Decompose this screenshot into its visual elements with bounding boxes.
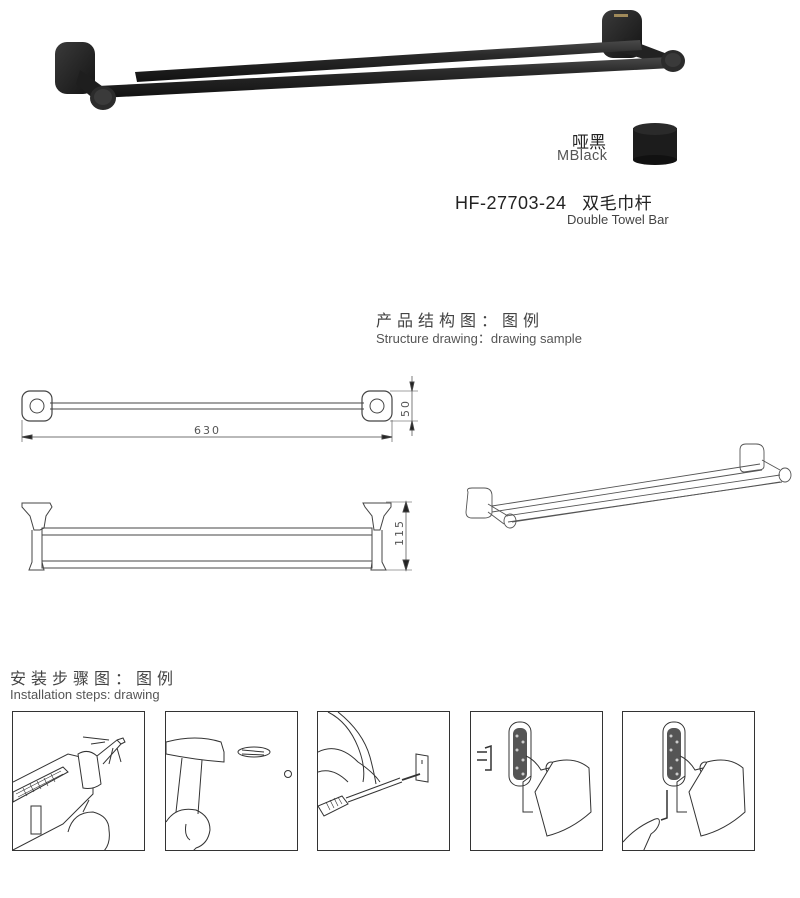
dim-length: 630 xyxy=(194,424,221,437)
product-name-cn: 双毛巾杆 xyxy=(582,194,653,214)
top-view-drawing: 630 50 xyxy=(0,370,430,450)
installation-title-en: Installation steps: drawing xyxy=(10,687,160,702)
install-step-1-drill xyxy=(12,711,145,851)
perspective-drawing xyxy=(440,420,800,550)
dim-height: 115 xyxy=(393,519,406,546)
structure-title-cn: 产品结构图：图例 xyxy=(376,311,545,330)
install-step-2-hammer xyxy=(165,711,298,851)
finish-label-en: MBlack xyxy=(557,148,608,164)
model-code: HF-27703-24 xyxy=(455,193,567,213)
finish-swatch xyxy=(632,122,678,166)
installation-title-cn: 安装步骤图：图例 xyxy=(10,669,179,688)
dim-depth: 50 xyxy=(399,399,412,417)
install-step-4-mount xyxy=(470,711,603,851)
side-view-drawing: 115 xyxy=(0,490,430,580)
product-photo xyxy=(40,0,700,120)
install-step-3-screwdriver xyxy=(317,711,450,851)
install-step-5-hexkey xyxy=(622,711,755,851)
structure-title-en: Structure drawing：drawing sample xyxy=(376,331,582,346)
product-name-en: Double Towel Bar xyxy=(567,212,669,227)
finish-label-cn: 哑黑 xyxy=(572,133,606,153)
model-number: HF-27703-24 双毛巾杆 xyxy=(455,189,652,214)
